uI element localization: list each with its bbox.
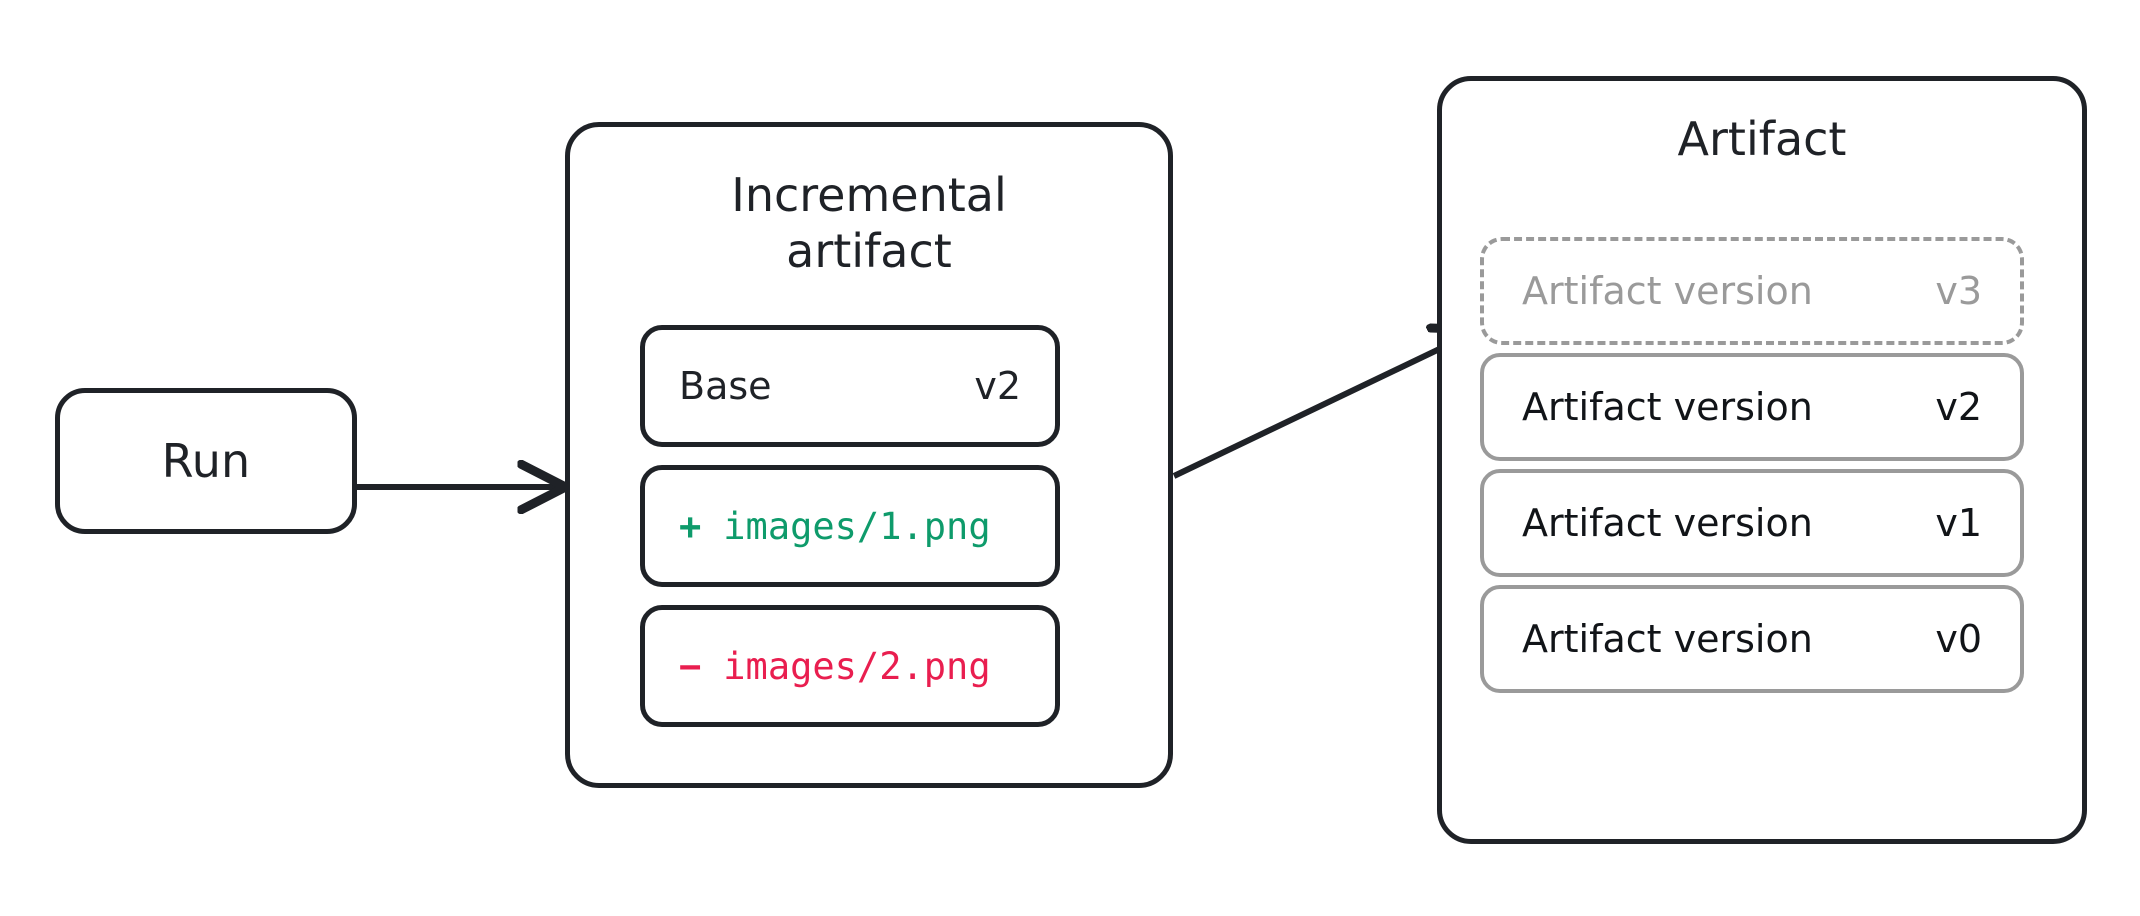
incremental-artifact-title-line1: Incremental — [731, 168, 1007, 222]
artifact-version-card-v2[interactable]: Artifact version v2 — [1480, 353, 2024, 461]
artifact-version-number: v3 — [1935, 269, 1982, 313]
artifact-version-card-v1[interactable]: Artifact version v1 — [1480, 469, 2024, 577]
base-artifact-version: v2 — [974, 364, 1021, 408]
incremental-artifact-title: Incremental artifact — [570, 167, 1168, 279]
artifact-title: Artifact — [1677, 112, 1847, 166]
base-artifact-card[interactable]: Base v2 — [640, 325, 1060, 447]
added-file-row: + images/1.png — [679, 505, 991, 548]
artifact-version-label: Artifact version — [1522, 269, 1813, 313]
artifact-version-number: v1 — [1935, 501, 1982, 545]
run-label: Run — [161, 434, 251, 488]
change-row-added[interactable]: + images/1.png — [640, 465, 1060, 587]
change-row-deleted[interactable]: − images/2.png — [640, 605, 1060, 727]
artifact-version-label: Artifact version — [1522, 501, 1813, 545]
artifact-version-label: Artifact version — [1522, 617, 1813, 661]
run-node[interactable]: Run — [55, 388, 357, 534]
artifact-version-label: Artifact version — [1522, 385, 1813, 429]
deleted-file-row: − images/2.png — [679, 645, 991, 688]
incremental-artifact-title-line2: artifact — [786, 224, 952, 278]
artifact-version-number: v0 — [1935, 617, 1982, 661]
artifact-version-card-v3[interactable]: Artifact version v3 — [1480, 237, 2024, 345]
deleted-file-path: images/2.png — [723, 644, 991, 688]
artifact-version-number: v2 — [1935, 385, 1982, 429]
incremental-artifact-panel[interactable]: Incremental artifact Base v2 + images/1.… — [565, 122, 1173, 788]
artifact-panel[interactable]: Artifact Artifact version v3 Artifact ve… — [1437, 76, 2087, 844]
plus-icon: + — [679, 504, 702, 548]
minus-icon: − — [679, 644, 702, 688]
arrow-incremental-to-artifact — [1172, 331, 1477, 479]
base-artifact-label: Base — [679, 364, 772, 408]
added-file-path: images/1.png — [723, 504, 991, 548]
artifact-version-card-v0[interactable]: Artifact version v0 — [1480, 585, 2024, 693]
